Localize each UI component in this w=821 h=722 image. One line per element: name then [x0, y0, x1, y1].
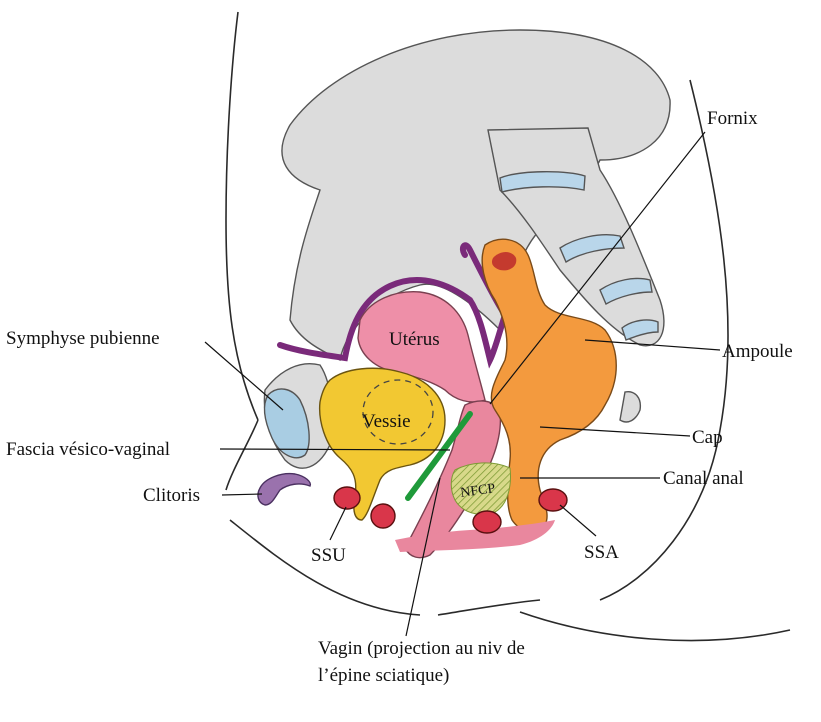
label-clitoris: Clitoris	[143, 485, 200, 506]
ssu-sphincter-1	[334, 487, 360, 509]
clitoris-shape	[258, 474, 310, 505]
label-canal-anal: Canal anal	[663, 468, 744, 489]
label-cap: Cap	[692, 427, 723, 448]
label-ssu: SSU	[311, 545, 346, 566]
coccyx-shape	[620, 392, 640, 422]
label-vagin-line2: l’épine sciatique)	[318, 665, 449, 686]
label-vessie: Vessie	[362, 411, 411, 432]
label-vagin-line1: Vagin (projection au niv de	[318, 638, 525, 659]
leader-ssu	[330, 507, 346, 540]
leader-clitoris	[222, 494, 262, 495]
label-fascia: Fascia vésico-vaginal	[6, 439, 170, 460]
leader-ssa	[560, 505, 596, 536]
ssu-sphincter-2	[371, 504, 395, 528]
leader-symphyse	[205, 342, 283, 410]
label-symphyse: Symphyse pubienne	[6, 328, 160, 349]
vaginal-sphincter	[473, 511, 501, 533]
leader-vagin	[406, 478, 440, 636]
label-uterus: Utérus	[389, 329, 440, 350]
label-fornix: Fornix	[707, 108, 758, 129]
label-ampoule: Ampoule	[722, 341, 793, 362]
label-ssa: SSA	[584, 542, 619, 563]
